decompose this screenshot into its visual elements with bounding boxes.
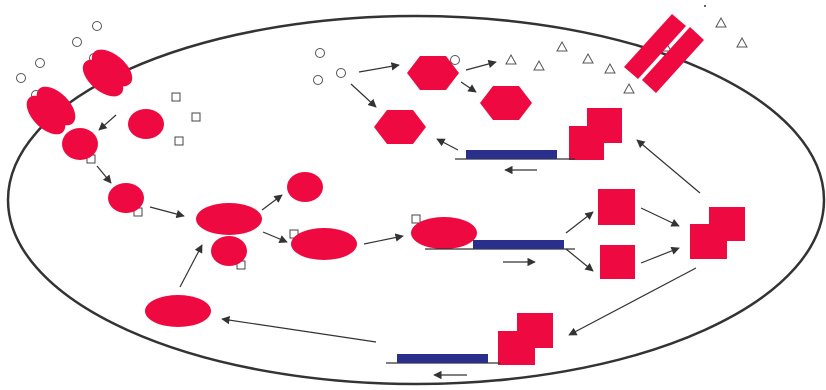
protein-complex-bottom [211, 236, 247, 266]
pathway-arrows [96, 59, 701, 343]
cell-membrane [6, 14, 826, 386]
receptor-upper [82, 49, 133, 97]
signaling-proteins [62, 109, 477, 327]
product-triangles [505, 16, 748, 94]
transcription-factor [411, 217, 477, 249]
protein-split-b [291, 228, 357, 260]
protein-kinase-1 [108, 183, 144, 213]
protein-recycled [145, 295, 211, 327]
gene-product-squares [498, 108, 745, 365]
transcription-direction-arrows [433, 165, 537, 380]
phosphate-squares [86, 92, 421, 270]
protein-split-a [287, 172, 323, 202]
membrane-channel [624, 14, 704, 93]
enzyme-hexagons [374, 56, 532, 144]
stray-dot [704, 5, 706, 7]
gene-middle [425, 240, 575, 250]
gene-lower [386, 354, 500, 364]
protein-adaptor [62, 128, 98, 160]
protein-complex-top [196, 203, 262, 235]
receptor-lower [26, 86, 76, 135]
protein-free [128, 109, 164, 139]
gene-upper [455, 150, 575, 160]
